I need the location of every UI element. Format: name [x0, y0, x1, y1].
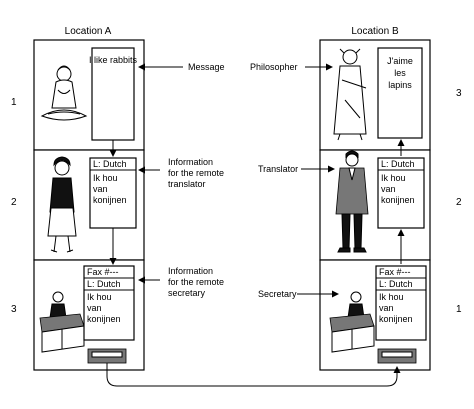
translator-note-b-line-2: Ik hou: [381, 173, 406, 183]
label-info-secretary-line-2: for the remote: [168, 277, 224, 287]
translator-note-b-line-3: van: [381, 184, 396, 194]
secretary-note-a-line-2: L: Dutch: [87, 279, 121, 289]
translator-figure-a: [47, 156, 77, 253]
location-a-layer-1-number: 1: [11, 97, 17, 108]
location-a-heading: Location A: [65, 26, 112, 37]
secretary-note-b-line-1: Fax #---: [379, 267, 411, 277]
location-b-layer-1-number: 1: [456, 304, 462, 315]
translator-figure-b: [335, 150, 369, 253]
secretary-note-b-line-4: van: [379, 303, 394, 313]
label-info-translator-line-2: for the remote: [168, 168, 224, 178]
fax-machine-a-icon: [87, 348, 127, 364]
location-b-layer-3-number: 3: [456, 88, 462, 99]
label-translator: Translator: [258, 164, 298, 174]
label-info-secretary-line-1: Information: [168, 266, 213, 276]
location-b-heading: Location B: [351, 26, 399, 37]
location-a-layer-3-number: 3: [11, 304, 17, 315]
location-b-column: 3 2 1 J'aime les lapins: [319, 39, 462, 371]
location-a-column: 1 2 3 I like rabbits L:: [11, 39, 145, 371]
translator-note-a-line-3: van: [93, 184, 108, 194]
philosopher-note-b: J'aime les lapins: [377, 47, 423, 139]
philosopher-note-b-line-2: les: [394, 68, 406, 78]
message-note-a-line-1: I like rabbits: [89, 55, 138, 65]
philosopher-figure-a: [40, 65, 88, 121]
secretary-note-a-line-3: Ik hou: [87, 292, 112, 302]
secretary-note-a-line-4: van: [87, 303, 102, 313]
philosopher-note-b-line-1: J'aime: [387, 56, 413, 66]
label-philosopher: Philosopher: [250, 62, 298, 72]
label-info-translator-line-3: translator: [168, 179, 206, 189]
labels-b: Philosopher Translator Secretary: [250, 62, 339, 299]
secretary-note-a-line-1: Fax #---: [87, 267, 119, 277]
labels-a: Message Information for the remote trans…: [138, 62, 225, 298]
fax-machine-b-icon: [377, 348, 417, 364]
fax-transmission-line: [106, 363, 401, 387]
philosopher-note-b-line-3: lapins: [388, 80, 412, 90]
translator-note-a-line-2: Ik hou: [93, 173, 118, 183]
secretary-note-b-line-3: Ik hou: [379, 292, 404, 302]
label-secretary: Secretary: [258, 289, 297, 299]
secretary-figure-b: [329, 291, 375, 353]
label-info-translator-line-1: Information: [168, 157, 213, 167]
translator-note-a-line-4: konijnen: [93, 195, 127, 205]
secretary-note-a: Fax #--- L: Dutch Ik hou van konijnen: [83, 265, 135, 341]
secretary-note-b-line-2: L: Dutch: [379, 279, 413, 289]
secretary-note-b: Fax #--- L: Dutch Ik hou van konijnen: [375, 265, 427, 341]
secretary-note-b-line-5: konijnen: [379, 314, 413, 324]
philosopher-figure-b: [333, 48, 367, 141]
translator-note-a-line-1: L: Dutch: [93, 159, 127, 169]
location-b-layer-2-number: 2: [456, 197, 462, 208]
translator-note-a: L: Dutch Ik hou van konijnen: [89, 157, 137, 229]
location-a-layer-2-number: 2: [11, 197, 17, 208]
secretary-figure-a: [39, 291, 85, 353]
label-message: Message: [188, 62, 225, 72]
translator-note-b-line-1: L: Dutch: [381, 159, 415, 169]
translator-note-b-line-4: konijnen: [381, 195, 415, 205]
label-info-secretary-line-3: secretary: [168, 288, 206, 298]
translator-note-b: L: Dutch Ik hou van konijnen: [377, 157, 425, 229]
message-note-a: I like rabbits: [89, 47, 138, 141]
secretary-note-a-line-5: konijnen: [87, 314, 121, 324]
